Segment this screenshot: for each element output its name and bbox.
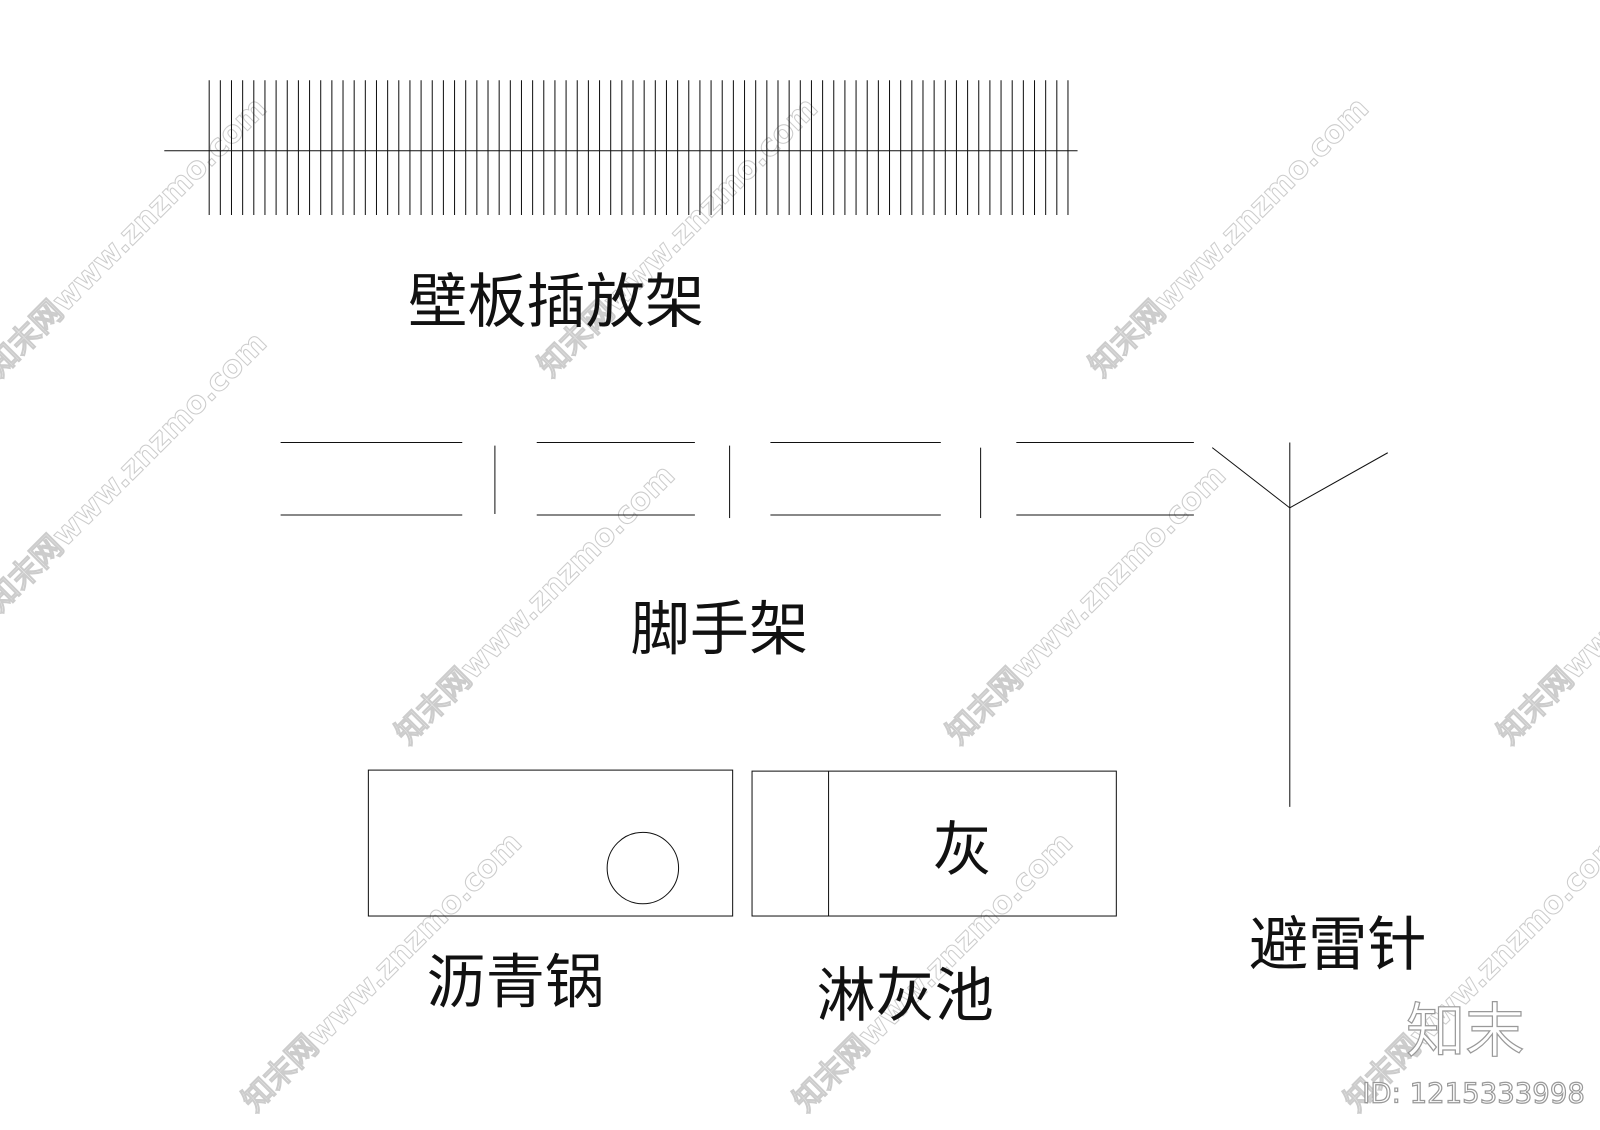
wall-panel-rack-symbol xyxy=(164,80,1078,216)
pot-circle xyxy=(606,831,680,905)
asphalt-pot-label: 沥青锅 xyxy=(427,948,605,1017)
watermark-text: 知末网www.znzmo.com xyxy=(1083,91,1376,384)
lightning-rod-label: 避雷针 xyxy=(1249,910,1427,979)
wall-panel-rack-label: 壁板插放架 xyxy=(408,267,704,336)
lime-pool-label: 淋灰池 xyxy=(816,961,994,1030)
lime-mark: 灰 xyxy=(933,815,992,884)
asphalt-pot-symbol xyxy=(367,769,734,917)
watermark-text: 知末网www.znzmo.com xyxy=(532,91,825,384)
watermark-text: 知末网www.znzmo.com xyxy=(1491,458,1600,751)
watermark-logo: 知末 xyxy=(1406,997,1524,1066)
watermark-text: 知末网www.znzmo.com xyxy=(940,458,1233,751)
watermark-text: 知末网www.znzmo.com xyxy=(0,326,274,619)
lime-pool-symbol xyxy=(751,770,1117,917)
watermark-id: ID: 1215333998 xyxy=(1362,1078,1585,1110)
lightning-rod-symbol xyxy=(1211,442,1389,807)
rack-slats xyxy=(208,80,1069,216)
scaffold-label: 脚手架 xyxy=(631,595,809,664)
scaffold-symbol xyxy=(280,442,1194,519)
watermark-text: 知末网www.znzmo.com xyxy=(0,91,274,384)
